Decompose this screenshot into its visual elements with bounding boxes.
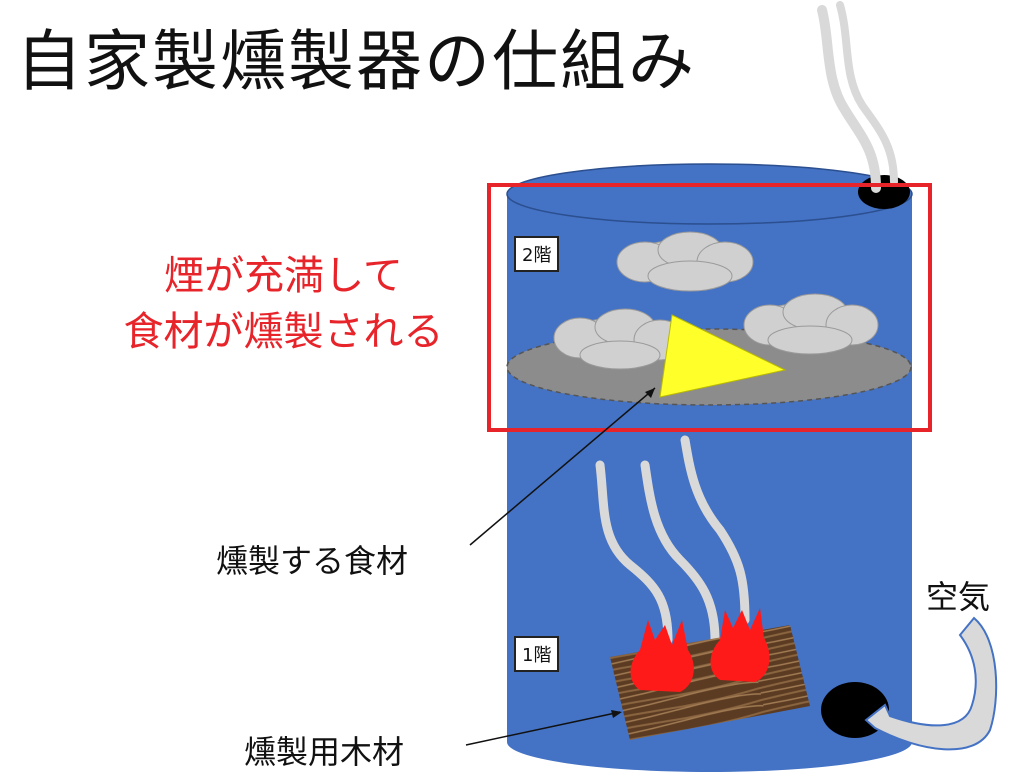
caption-line-2: 食材が燻製される — [123, 309, 444, 355]
smoke-trail-icon — [595, 435, 750, 645]
floor-1-label: 1階 — [514, 636, 560, 672]
smoke-cloud-icon — [743, 293, 879, 355]
air-arrow-icon — [864, 616, 998, 751]
highlight-box — [487, 183, 932, 432]
caption-line-1: 煙が充満して — [164, 253, 403, 299]
food-label: 燻製する食材 — [216, 542, 409, 580]
wood-label: 燻製用木材 — [244, 733, 405, 771]
flame-icon — [710, 608, 770, 682]
wood-leader-line — [465, 711, 621, 746]
air-label: 空気 — [926, 578, 991, 616]
page-title: 自家製燻製器の仕組み — [16, 23, 696, 100]
flame-icon — [630, 620, 694, 692]
cheese-wedge-icon — [659, 314, 787, 398]
smoke-cloud-icon — [616, 231, 754, 292]
floor-2-label: 2階 — [514, 236, 560, 272]
food-leader-line — [469, 387, 656, 546]
